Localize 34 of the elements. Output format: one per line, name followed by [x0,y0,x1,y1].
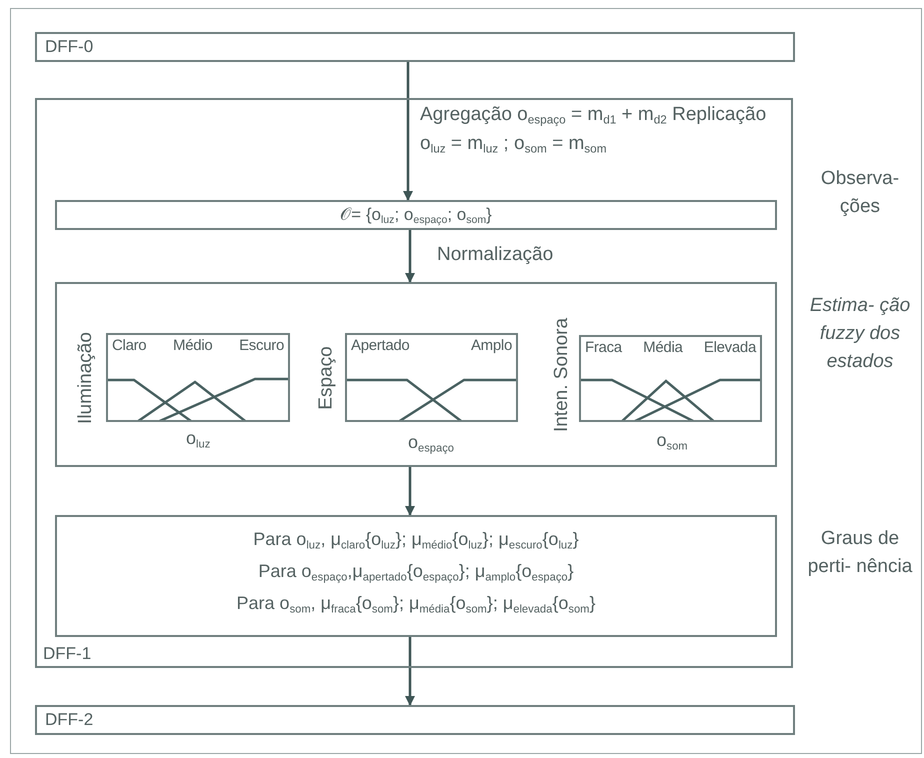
variable-label: o$_{luz}$ [186,428,210,448]
axis-title: Inten. Sonora [551,318,574,432]
membership-chart [106,333,290,422]
box-label: 𝒪= {o$_{luz}$; o$_{espaço}$; o$_{som}$} [339,205,493,225]
edge-label: Agregação o$_{espaço}$ = m$_{d1}$ + m$_{d2}$ Replicação o$_{luz}$ = m$_{luz}$ ; o$_{som}$ = m$_{som}$ [420,103,768,158]
box-label: DFF-0 [45,37,94,57]
box-title: DFF-1 [43,644,92,664]
process-box [35,98,793,668]
variable-label: o$_{som}$ [656,430,688,450]
axis-title: Iluminação [74,332,97,424]
process-box [35,32,795,62]
process-box [55,200,777,230]
arrow [405,467,415,516]
process-box [55,515,777,637]
variable-label: o$_{espaço}$ [408,432,454,452]
term-labels: Fraca Média Elevada [585,339,756,358]
formula-text: Para o$_{espaço}$,μ$_{apertado}${o$_{espaço}$}; μ$_{amplo}${o$_{espaço}$} [257,561,575,582]
axis-title: Espaço [315,346,338,410]
arrow [405,230,415,283]
group-box [55,282,777,467]
box-label: DFF-2 [45,710,94,730]
membership-chart [579,335,762,422]
arrow [403,62,413,201]
side-note: Graus de perti- nência [806,527,914,579]
edge-label: Normalização [437,243,554,267]
process-box [35,705,795,735]
term-labels: Apertado Amplo [351,337,512,356]
membership-chart [345,333,518,422]
formula-text: Para o$_{luz}$, μ$_{claro}${o$_{luz}$}; μ$_{médio}${o$_{luz}$}; μ$_{escuro}${o$_{luz}$} [252,529,580,550]
term-labels: Claro Médio Escuro [112,337,284,356]
arrow [405,637,415,706]
formula-text: Para o$_{som}$, μ$_{fraca}${o$_{som}$}; μ$_{média}${o$_{som}$}; μ$_{elevada}${o$_{som}$} [236,593,596,614]
side-note: Observa- ções [820,167,900,219]
side-note: Estima- ção fuzzy dos estados [808,294,912,374]
